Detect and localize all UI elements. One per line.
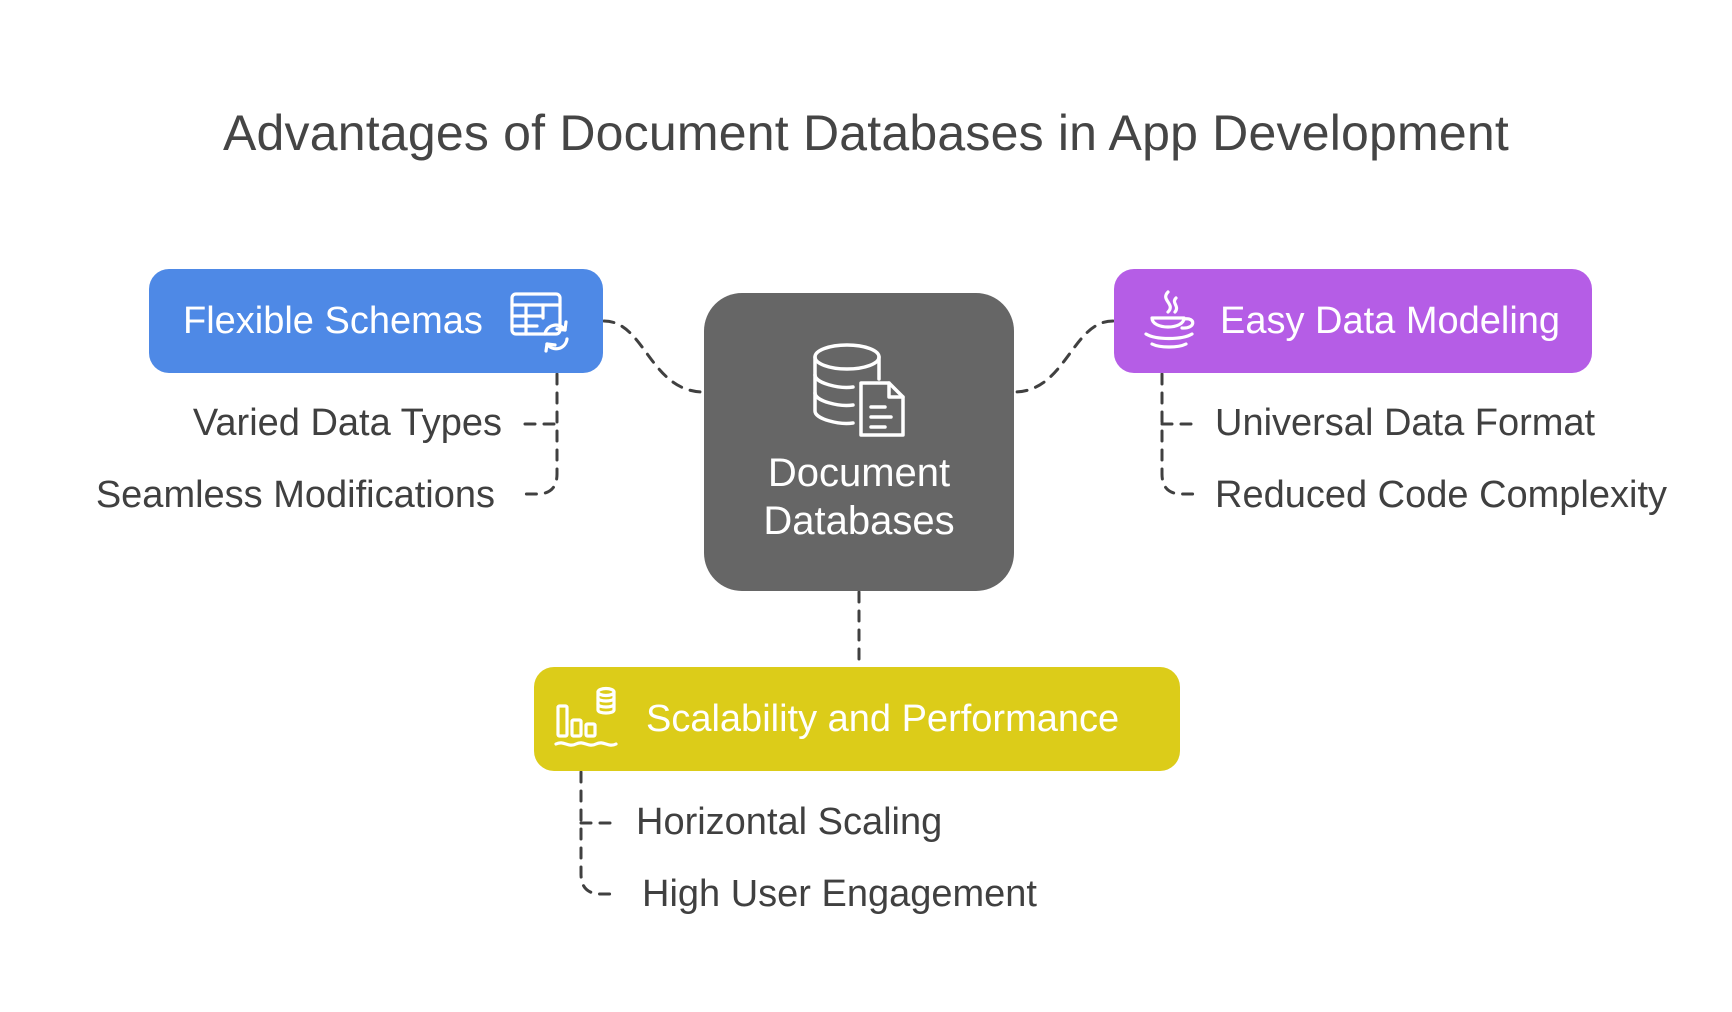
connector-scale-items [579,770,620,896]
bar-chart-database-icon [554,686,618,747]
flexible-item-varied-data-types: Varied Data Types [192,402,502,444]
diagram-title: Advantages of Document Databases in App … [223,105,1509,161]
easy-item-universal-data-format: Universal Data Format [1215,402,1596,444]
connector-flexible-center [602,319,706,394]
connector-flexible-items [518,372,559,496]
branch-flexible-label: Flexible Schemas [183,299,483,342]
branch-scale-label: Scalability and Performance [646,697,1120,740]
center-node-document-databases: Document Databases [704,293,1014,591]
center-node-label: Document Databases [704,449,1014,545]
branch-easy-label: Easy Data Modeling [1220,299,1561,342]
scale-item-horizontal-scaling: Horizontal Scaling [636,801,943,843]
connector-easy-items [1160,372,1200,496]
branch-flexible-schemas: Flexible Schemas [149,269,603,373]
connector-easy-center [1012,319,1115,394]
center-node-label-line2: Databases [763,499,955,543]
branch-easy-data-modeling: Easy Data Modeling [1114,269,1592,373]
easy-item-reduced-code-complexity: Reduced Code Complexity [1215,474,1668,516]
branch-scalability-performance: Scalability and Performance [534,667,1180,771]
scale-item-high-user-engagement: High User Engagement [642,873,1037,915]
flexible-item-seamless-modifications: Seamless Modifications [95,474,495,516]
java-cup-icon [1144,290,1195,349]
database-document-icon [813,343,905,437]
center-node-label-line1: Document [767,451,951,495]
table-sync-icon [510,292,569,353]
